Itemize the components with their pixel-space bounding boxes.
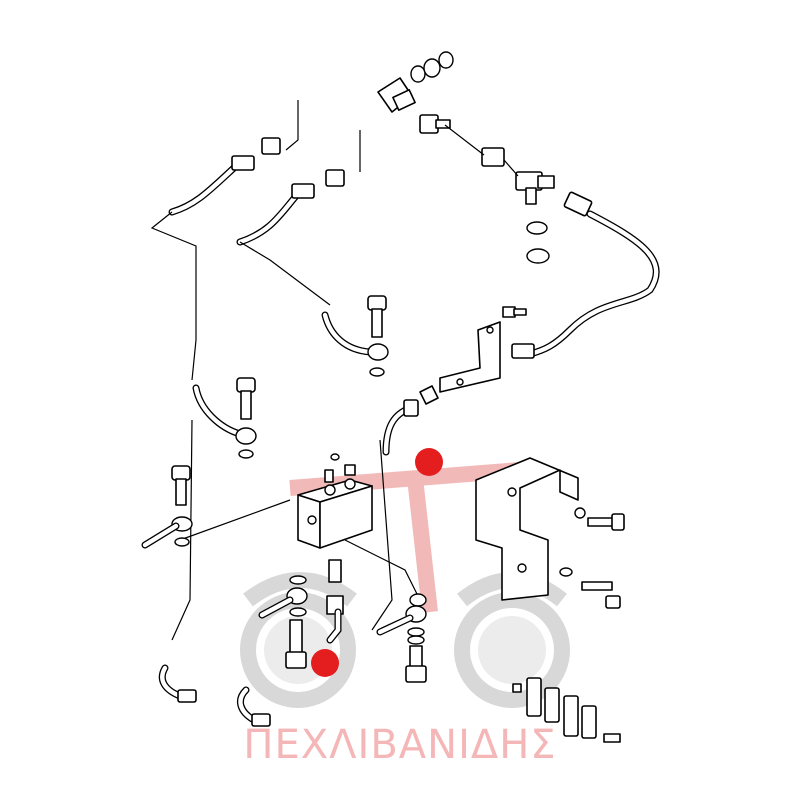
tee-fitting [503,159,555,205]
bolt-lower-right [405,645,427,683]
watermark-logo [240,462,570,708]
elbow-pipe [382,385,439,456]
banjo-elbow-fitting [377,77,416,113]
marker-dots [311,448,443,677]
seal-washers-top [410,51,454,83]
watermark-text: ΠΕΧΛΙΒΑΝΙΔΗΣ [243,722,557,768]
banjo-bolt-2 [236,377,256,459]
hose-center-left [192,384,257,445]
banjo-bolt-1 [367,295,387,377]
hose-upper-left [168,100,361,246]
connection-lines [150,211,421,641]
clamp-parts [512,677,621,743]
marker-lower [311,649,339,677]
banjo-bolt-3 [141,465,193,549]
banjo-lower-right [376,593,427,645]
union-fitting [419,114,451,134]
long-hose-right [511,191,660,359]
bolt-bracket-right-1 [559,507,625,609]
bolt-bracket [502,306,527,318]
elbow-fittings-bottom-left [158,664,271,727]
seal-washers-tee [526,221,550,264]
valve-block [297,453,373,549]
bolt-lower-left [285,619,307,669]
adapter-fitting [444,124,505,167]
hose-center-upper [321,311,389,361]
mounting-bracket [439,321,501,393]
banjo-lower-left [258,575,308,619]
support-bracket [475,457,579,601]
fitting-lower-center [326,559,344,644]
marker-upper [415,448,443,476]
